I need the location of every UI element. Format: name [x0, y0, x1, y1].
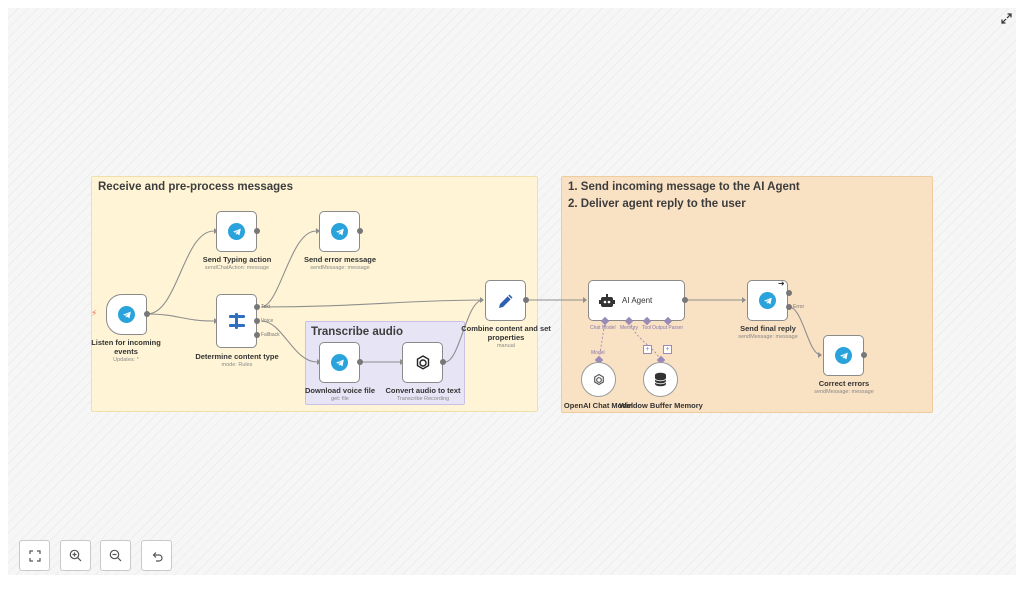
add-output-parser-button[interactable]: +: [663, 345, 672, 354]
port-listen-out[interactable]: [144, 311, 150, 317]
port-download-out[interactable]: [357, 359, 363, 365]
port-determine-fallback[interactable]: [254, 332, 260, 338]
label-determine-content-type: Determine content type: [195, 352, 279, 361]
port-final-success[interactable]: [786, 290, 792, 296]
fit-view-icon: [28, 549, 41, 562]
sub-determine: mode: Rules: [221, 362, 253, 368]
switch-icon: [228, 313, 245, 329]
sub-convert: Transcribe Recording: [396, 396, 450, 402]
label-correct-errors: Correct errors: [818, 379, 870, 388]
port-typing-out[interactable]: [254, 228, 260, 234]
label-listen-for-incoming-events: Listen for incoming events: [91, 338, 161, 356]
node-openai-chat-model[interactable]: [581, 362, 616, 397]
database-icon: [654, 372, 667, 387]
node-ai-agent[interactable]: AI Agent: [588, 280, 685, 321]
openai-icon: [593, 373, 604, 385]
ai-agent-title: AI Agent: [622, 296, 653, 305]
zoom-out-button[interactable]: [100, 540, 131, 571]
label-send-typing-action: Send Typing action: [202, 255, 272, 264]
port-label-voice: Voice: [261, 318, 274, 324]
sub-listen: Updates: *: [113, 357, 139, 363]
telegram-icon: [835, 347, 852, 364]
port-determine-text[interactable]: [254, 304, 260, 310]
fullscreen-button[interactable]: [998, 10, 1014, 26]
port-combine-out[interactable]: [523, 297, 529, 303]
sticky-agent-title-line2: 2. Deliver agent reply to the user: [568, 198, 746, 210]
node-download-voice-file[interactable]: [319, 342, 360, 383]
node-determine-content-type[interactable]: [216, 294, 257, 348]
robot-icon: [599, 293, 615, 307]
zoom-in-button[interactable]: [60, 540, 91, 571]
sub-typing: sendChatAction: message: [204, 265, 270, 271]
trigger-marker-icon: ⚡: [91, 308, 98, 318]
port-label-model: Model: [591, 350, 605, 356]
port-label-memory: Memory: [620, 325, 639, 331]
zoom-in-icon: [69, 549, 82, 562]
port-error-out[interactable]: [357, 228, 363, 234]
port-agent-out[interactable]: [682, 297, 688, 303]
node-send-typing-action[interactable]: [216, 211, 257, 252]
zoom-out-icon: [109, 549, 122, 562]
telegram-icon: [118, 306, 135, 323]
label-send-error-message: Send error message: [303, 255, 377, 264]
telegram-icon: [759, 292, 776, 309]
node-convert-audio-to-text[interactable]: [402, 342, 443, 383]
node-send-error-message[interactable]: [319, 211, 360, 252]
node-listen-for-incoming-events[interactable]: [106, 294, 147, 335]
node-combine-content[interactable]: [485, 280, 526, 321]
label-combine-content: Combine content and set properties: [461, 324, 551, 342]
add-tool-button[interactable]: +: [643, 345, 652, 354]
telegram-icon: [331, 223, 348, 240]
port-label-text: Text: [261, 304, 271, 310]
sticky-agent-title-line1: 1. Send incoming message to the AI Agent: [568, 181, 800, 193]
port-final-error[interactable]: [786, 304, 792, 310]
port-determine-voice[interactable]: [254, 318, 260, 324]
label-send-final-reply: Send final reply: [740, 324, 796, 333]
node-correct-errors[interactable]: [823, 335, 864, 376]
undo-icon: [152, 551, 163, 562]
node-window-buffer-memory[interactable]: [643, 362, 678, 397]
port-label-fallback: Fallback: [261, 332, 280, 338]
sticky-receive-title: Receive and pre-process messages: [98, 181, 293, 193]
arrow-right-icon: ➜: [778, 279, 785, 288]
port-label-chat-model: Chat Model: [590, 325, 616, 331]
node-send-final-reply[interactable]: [747, 280, 788, 321]
label-window-buffer-memory: Window Buffer Memory: [619, 401, 703, 410]
sub-final: sendMessage: message: [738, 334, 798, 340]
port-convert-out[interactable]: [440, 359, 446, 365]
label-download-voice-file: Download voice file: [304, 386, 375, 395]
telegram-icon: [228, 223, 245, 240]
port-label-error: Error: [793, 304, 805, 310]
sticky-transcribe-title: Transcribe audio: [311, 326, 404, 338]
workflow-canvas[interactable]: Receive and pre-process messages 1. Send…: [8, 8, 1016, 575]
sub-download: get: file: [331, 396, 349, 402]
openai-icon: [416, 354, 429, 370]
sub-correct: sendMessage: message: [814, 389, 874, 395]
reset-zoom-button[interactable]: [141, 540, 172, 571]
port-label-tool: Tool: [642, 325, 652, 331]
fit-view-button[interactable]: [19, 540, 50, 571]
sub-combine: manual: [496, 343, 516, 349]
port-correct-out[interactable]: [861, 352, 867, 358]
label-convert-audio-to-text: Convert audio to text: [385, 386, 461, 395]
pencil-icon: [498, 294, 512, 308]
telegram-icon: [331, 354, 348, 371]
port-label-output-parser: Output Parser: [652, 325, 684, 331]
label-openai-chat-model: OpenAI Chat Model: [563, 401, 634, 410]
sub-error: sendMessage: message: [310, 265, 370, 271]
expand-icon: [1000, 12, 1012, 24]
